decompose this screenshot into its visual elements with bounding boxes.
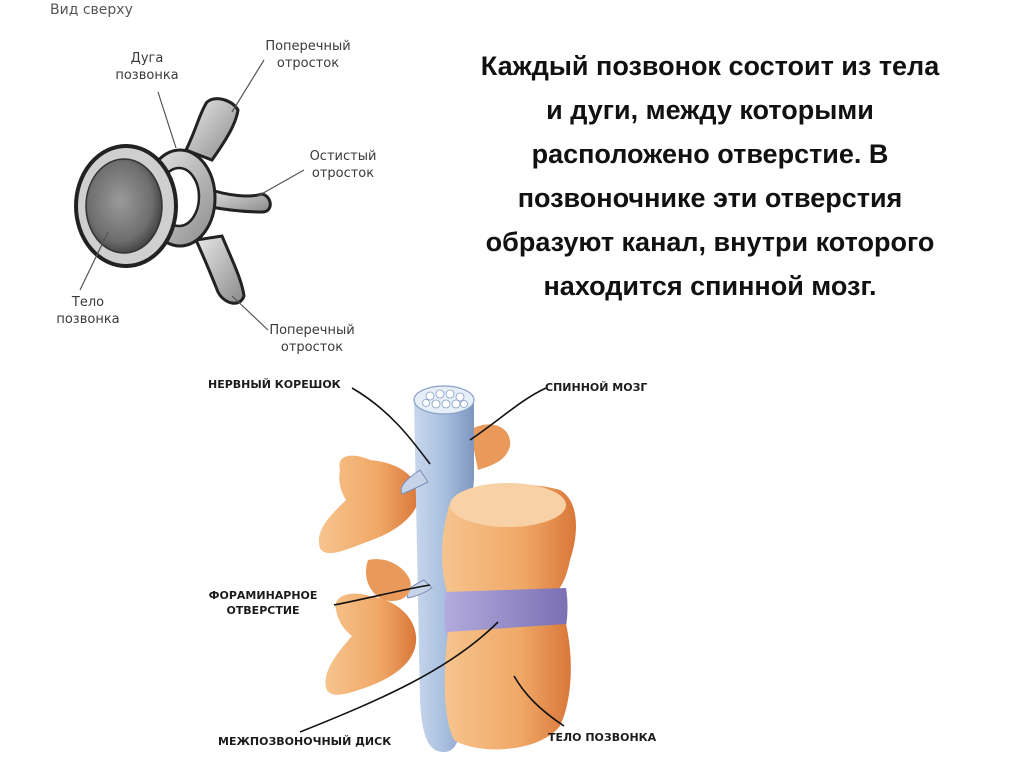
main-text: Каждый позвонок состоит из тела и дуги, …	[480, 51, 940, 301]
upper-facet-shape	[470, 424, 511, 470]
label-disc: МЕЖПОЗВОНОЧНЫЙ ДИСК	[218, 735, 392, 748]
vertebral-body-lower-shape	[444, 624, 571, 750]
nerve-fibers	[422, 389, 468, 409]
label-spinal-cord: СПИННОЙ МОЗГ	[545, 381, 648, 394]
top-view-caption: Вид сверху	[50, 2, 133, 18]
transverse-process-bottom-shape	[193, 234, 246, 305]
label-arch: Дуга позвонка	[115, 51, 179, 83]
vertebral-body-upper-top	[450, 483, 566, 527]
spinous-process-shape	[203, 185, 272, 214]
spinal-cord-top	[413, 385, 475, 415]
label-transverse-top: Поперечный отросток	[265, 39, 351, 71]
label-nerve-root: НЕРВНЫЙ КОРЕШОК	[208, 378, 341, 391]
nerve-root-lower	[406, 579, 433, 599]
side-view-leaders	[299, 387, 565, 733]
label-transverse-bottom: Поперечный отросток	[269, 323, 355, 355]
label-spinous: Остистый отросток	[309, 149, 377, 181]
middle-process-shape	[365, 559, 411, 602]
label-foramen: ФОРАМИНАРНОЕ ОТВЕРСТИЕ	[208, 589, 318, 617]
label-body: Тело позвонка	[56, 295, 120, 327]
intervertebral-disc-shape	[444, 588, 568, 634]
top-view-leaders	[79, 59, 305, 331]
lower-processes-shape	[325, 593, 417, 695]
upper-processes-shape	[318, 455, 419, 554]
transverse-process-top-shape	[183, 97, 240, 162]
nerve-root-upper	[400, 469, 429, 495]
vertebral-body-core	[85, 158, 163, 254]
label-vertebral-body: ТЕЛО ПОЗВОНКА	[548, 731, 657, 744]
